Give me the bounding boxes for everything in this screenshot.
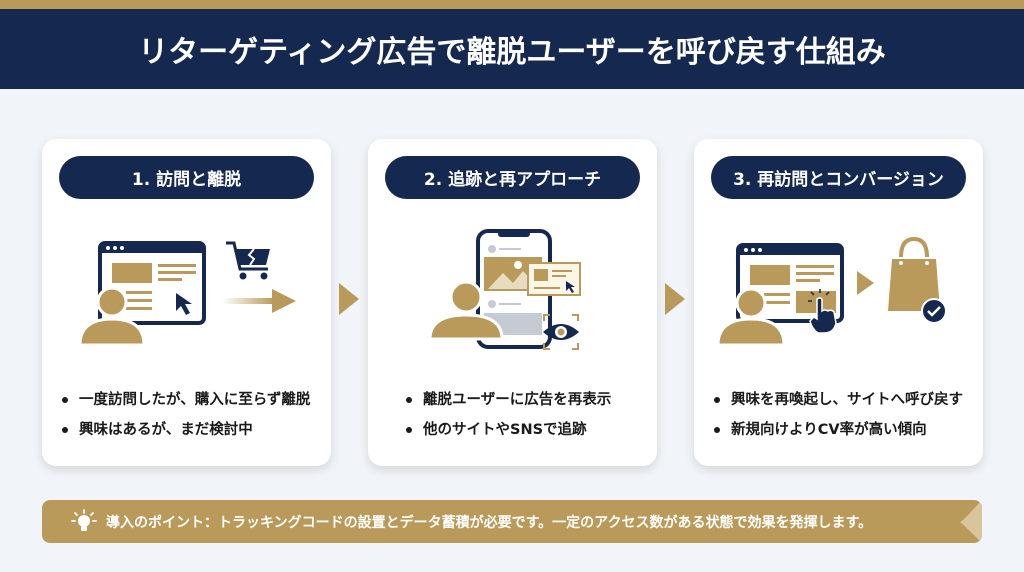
flow-arrow-icon — [665, 283, 685, 315]
bullet-item: 新規向けよりCV率が高い傾向 — [714, 415, 963, 445]
bullet-dot — [714, 427, 720, 433]
step-1-bullets: 一度訪問したが、購入に至らず離脱 興味はあるが、まだ検討中 — [62, 385, 310, 445]
step-label-2: 2. 追跡と再アプローチ — [385, 156, 640, 199]
step-card-1: 1. 訪問と離脱 一度訪問したが、購入に — [42, 139, 331, 466]
bullet-dot — [406, 427, 412, 433]
tip-text: 導入のポイント：トラッキングコードの設置とデータ蓄積が必要です。一定のアクセス数… — [106, 514, 873, 531]
lightbulb-icon — [71, 508, 97, 531]
step-card-2: 2. 追跡と再アプローチ 離脱ユーザーに広告を再表示 他のサイトやSNSで追跡 — [368, 139, 657, 466]
bullet-item: 離脱ユーザーに広告を再表示 — [406, 385, 611, 415]
step-3-bullets: 興味を再喚起し、サイトへ呼び戻す 新規向けよりCV率が高い傾向 — [714, 385, 963, 445]
step-label-3: 3. 再訪問とコンバージョン — [711, 156, 966, 199]
page-title: リターゲティング広告で離脱ユーザーを呼び戻す仕組み — [138, 35, 886, 70]
bullet-item: 一度訪問したが、購入に至らず離脱 — [62, 385, 310, 415]
bullet-dot — [406, 397, 412, 403]
bullet-dot — [62, 397, 68, 403]
user-browser-click-shopping-bag-check-icon — [716, 236, 947, 347]
bullet-item: 興味はあるが、まだ検討中 — [62, 415, 310, 445]
banner-ribbon-notch — [960, 500, 982, 543]
bullet-item: 他のサイトやSNSで追跡 — [406, 415, 611, 445]
bullet-dot — [62, 427, 68, 433]
flow-arrow-icon — [339, 283, 359, 315]
user-browser-abandoned-cart-icon — [78, 241, 296, 347]
bullet-dot — [714, 397, 720, 403]
user-smartphone-ad-tracking-eye-icon — [428, 229, 581, 350]
tip-banner: 導入のポイント：トラッキングコードの設置とデータ蓄積が必要です。一定のアクセス数… — [42, 500, 982, 543]
step-card-3: 3. 再訪問とコンバージョン 興味を再喚起し、サイトへ呼び戻す 新規向けよりCV… — [694, 139, 983, 466]
step-label-1: 1. 訪問と離脱 — [59, 156, 314, 199]
step-2-bullets: 離脱ユーザーに広告を再表示 他のサイトやSNSで追跡 — [406, 385, 611, 445]
top-accent-bar — [0, 0, 1024, 9]
header-banner: リターゲティング広告で離脱ユーザーを呼び戻す仕組み — [0, 9, 1024, 89]
bullet-item: 興味を再喚起し、サイトへ呼び戻す — [714, 385, 963, 415]
